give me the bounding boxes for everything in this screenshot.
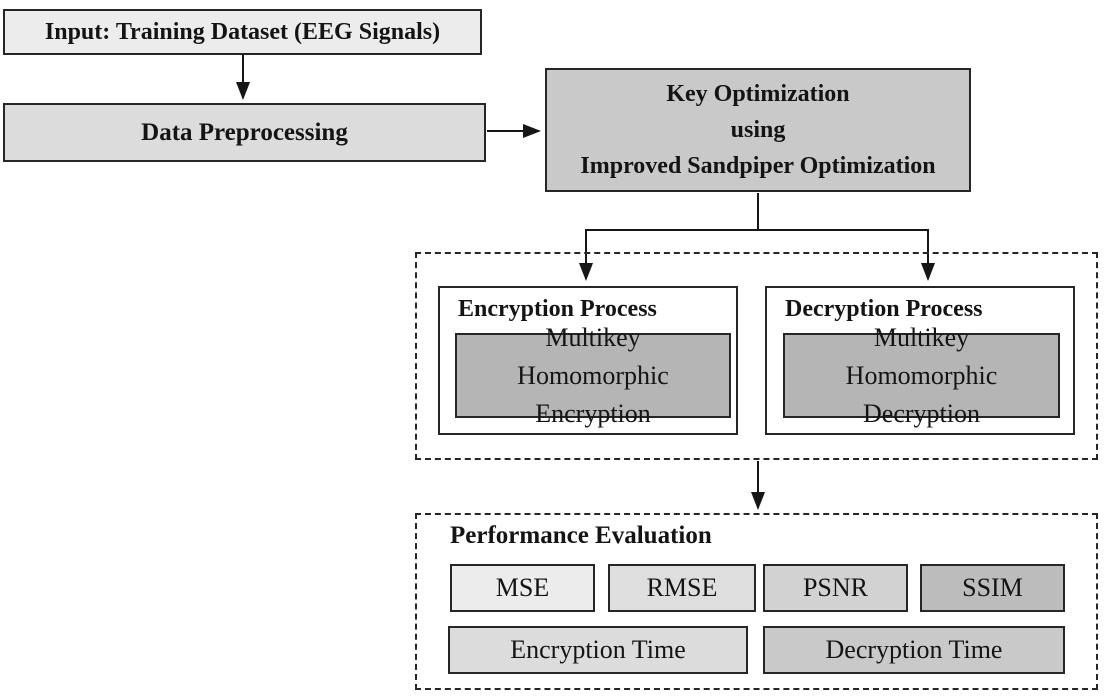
multikey-homomorphic-decryption-node: Multikey Homomorphic Decryption (783, 323, 1060, 428)
decryption-process-title: Decryption Process (785, 296, 983, 322)
multikey-homomorphic-encryption-node: Multikey Homomorphic Encryption (455, 323, 731, 428)
metric-box-decryption-time: Decryption Time (763, 626, 1065, 674)
metric-box-mse: MSE (450, 564, 595, 612)
encryption-decryption-group (415, 252, 1098, 460)
metric-box-encryption-time: Encryption Time (448, 626, 748, 674)
data-preprocessing-node: Data Preprocessing (3, 103, 486, 162)
metric-box-ssim: SSIM (920, 564, 1065, 612)
decryption-process-node: Decryption Process Multikey Homomorphic … (765, 286, 1075, 435)
encryption-process-node: Encryption Process Multikey Homomorphic … (438, 286, 738, 435)
metric-box-psnr: PSNR (763, 564, 908, 612)
performance-evaluation-title: Performance Evaluation (450, 522, 712, 549)
metric-box-rmse: RMSE (608, 564, 756, 612)
key-optimization-node: Key Optimization using Improved Sandpipe… (545, 68, 971, 192)
input-dataset-node: Input: Training Dataset (EEG Signals) (3, 9, 482, 55)
encryption-process-title: Encryption Process (458, 296, 657, 322)
performance-evaluation-group (415, 513, 1098, 690)
